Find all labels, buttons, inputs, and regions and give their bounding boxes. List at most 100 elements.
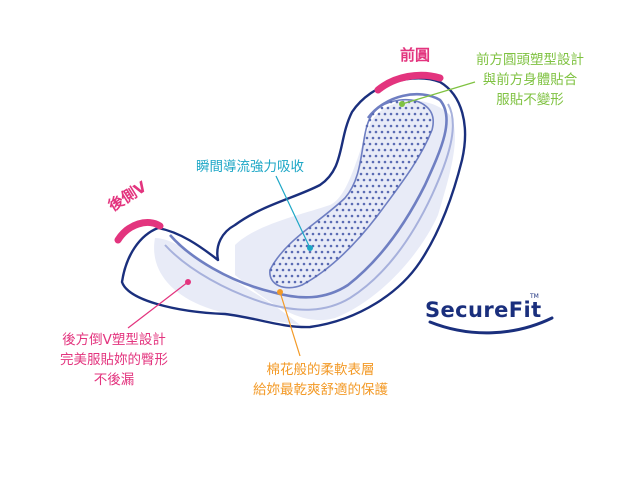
core-dot — [389, 112, 393, 116]
core-dot — [401, 136, 405, 140]
core-dot — [395, 172, 399, 176]
core-dot — [362, 202, 366, 206]
core-dot — [386, 154, 390, 158]
core-dot — [365, 160, 369, 164]
core-dot — [326, 226, 330, 230]
core-dot — [380, 106, 384, 110]
cotton-leader-dot — [277, 289, 283, 295]
core-dot — [308, 226, 312, 230]
cotton-line-1: 棉花般的柔軟表層 — [266, 362, 375, 378]
front-design-line-1: 前方圓頭塑型設計 — [476, 52, 584, 68]
core-dot — [404, 142, 408, 146]
core-dot — [380, 178, 384, 182]
cotton-callout: 棉花般的柔軟表層 給妳最乾爽舒適的保護 — [253, 360, 388, 400]
core-dot — [272, 262, 276, 266]
core-dot — [365, 124, 369, 128]
core-dot — [323, 256, 327, 260]
core-dot — [383, 136, 387, 140]
core-dot — [356, 178, 360, 182]
core-dot — [386, 166, 390, 170]
core-dot — [299, 244, 303, 248]
core-dot — [344, 214, 348, 218]
core-dot — [347, 196, 351, 200]
core-dot — [302, 238, 306, 242]
core-dot — [323, 232, 327, 236]
core-dot — [284, 274, 288, 278]
core-dot — [368, 130, 372, 134]
core-dot — [368, 166, 372, 170]
core-dot — [329, 220, 333, 224]
core-dot — [359, 208, 363, 212]
core-dot — [359, 220, 363, 224]
core-dot — [350, 214, 354, 218]
core-dot — [377, 124, 381, 128]
core-dot — [416, 142, 420, 146]
core-dot — [413, 136, 417, 140]
core-dot — [332, 214, 336, 218]
absorb-leader-dot — [307, 245, 313, 251]
core-dot — [305, 256, 309, 260]
core-dot — [359, 160, 363, 164]
core-dot — [335, 220, 339, 224]
core-dot — [401, 160, 405, 164]
core-dot — [281, 256, 285, 260]
core-dot — [374, 202, 378, 206]
core-dot — [359, 184, 363, 188]
core-dot — [413, 100, 417, 104]
core-dot — [395, 160, 399, 164]
core-dot — [335, 244, 339, 248]
core-dot — [404, 154, 408, 158]
core-dot — [362, 154, 366, 158]
core-dot — [386, 142, 390, 146]
core-dot — [296, 250, 300, 254]
core-dot — [392, 154, 396, 158]
core-dot — [416, 118, 420, 122]
absorb-callout: 瞬間導流強力吸收 — [196, 159, 304, 175]
core-dot — [317, 256, 321, 260]
core-dot — [296, 274, 300, 278]
core-dot — [392, 190, 396, 194]
core-dot — [362, 142, 366, 146]
core-dot — [308, 274, 312, 278]
core-dot — [371, 208, 375, 212]
core-dot — [305, 268, 309, 272]
core-dot — [410, 106, 414, 110]
core-dot — [398, 106, 402, 110]
core-dot — [389, 172, 393, 176]
core-dot — [428, 130, 432, 134]
core-dot — [323, 268, 327, 272]
core-dot — [404, 166, 408, 170]
absorb-leader — [275, 175, 311, 249]
core-dot — [323, 220, 327, 224]
core-dot — [401, 172, 405, 176]
core-dot — [320, 226, 324, 230]
core-dot — [368, 190, 372, 194]
core-dot — [335, 256, 339, 260]
core-dot — [290, 250, 294, 254]
back-design-callout: 後方倒V塑型設計 完美服貼妳的臀形 不後漏 — [60, 330, 168, 390]
core-dot — [380, 202, 384, 206]
back-arc-icon — [114, 219, 164, 244]
pad-inner-core-outline — [269, 99, 434, 289]
core-dot — [269, 268, 273, 272]
core-dot — [293, 256, 297, 260]
core-dot — [407, 160, 411, 164]
front-design-callout: 前方圓頭塑型設計 與前方身體貼合 服貼不變形 — [476, 50, 584, 110]
core-dot — [368, 142, 372, 146]
core-dot — [380, 166, 384, 170]
core-dot — [287, 256, 291, 260]
core-dot — [377, 184, 381, 188]
core-dot — [329, 232, 333, 236]
core-dot — [380, 118, 384, 122]
core-dot — [332, 226, 336, 230]
core-dot — [371, 160, 375, 164]
core-dot — [425, 124, 429, 128]
cotton-line-2: 給妳最乾爽舒適的保護 — [253, 382, 388, 398]
core-dot — [380, 130, 384, 134]
core-dot — [362, 214, 366, 218]
core-dot — [365, 172, 369, 176]
front-leader — [401, 81, 476, 105]
core-dot — [401, 112, 405, 116]
core-dot — [389, 124, 393, 128]
core-dot — [422, 130, 426, 134]
